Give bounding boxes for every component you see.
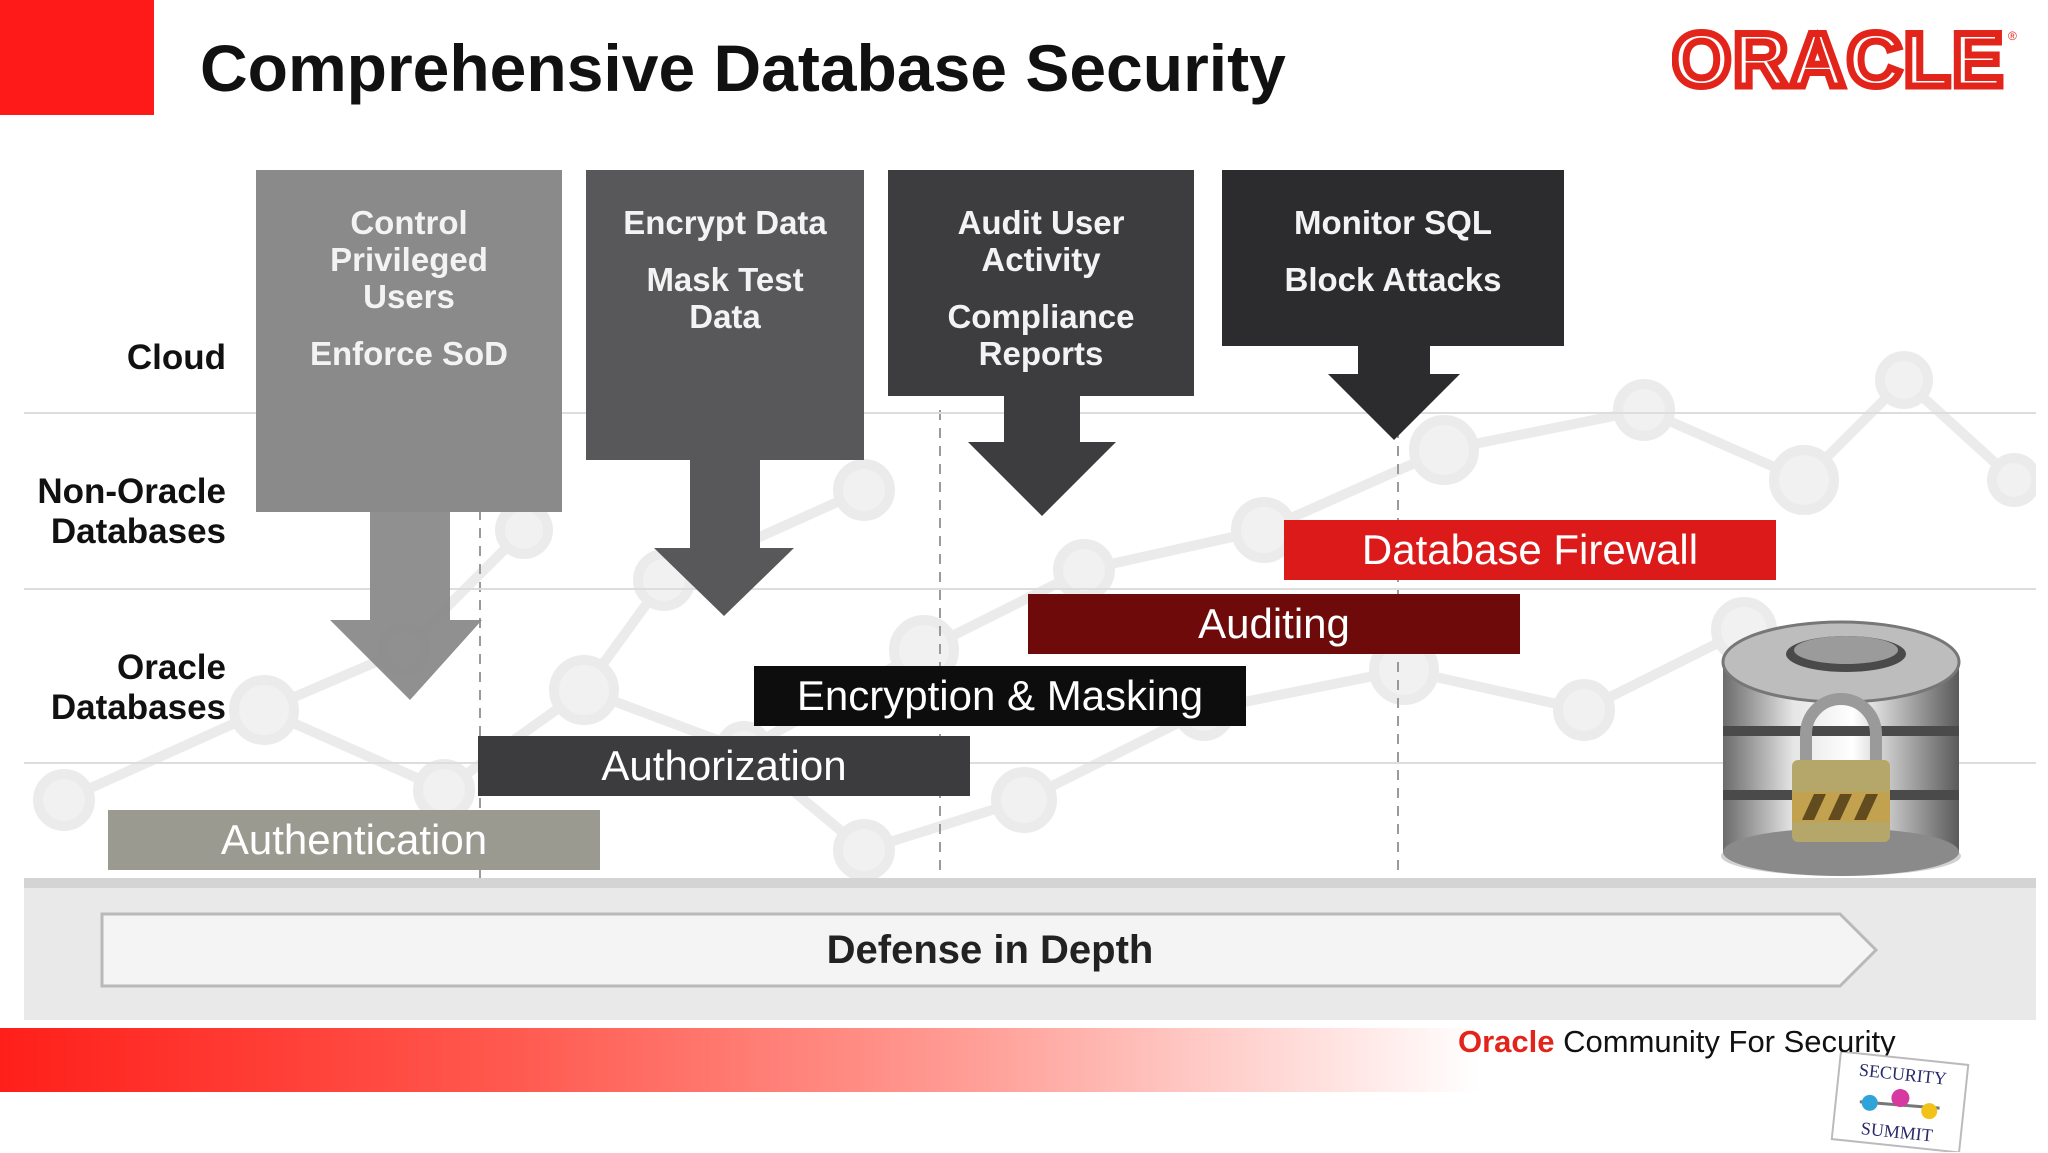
column-monitor-sql: Monitor SQL Block Attacks — [1222, 170, 1564, 346]
row-label-oracle: Oracle Databases — [50, 648, 226, 727]
footer-band — [0, 1028, 1480, 1092]
defense-in-depth-label: Defense in Depth — [826, 927, 1154, 972]
database-lock-icon — [1721, 620, 1961, 876]
layer-encryption-masking: Encryption & Masking — [754, 666, 1246, 726]
layer-database-firewall: Database Firewall — [1284, 520, 1776, 580]
arrow-down-icon — [1328, 344, 1460, 440]
column-control-privileged-users: Control Privileged Users Enforce SoD — [256, 170, 562, 512]
layer-auditing: Auditing — [1028, 594, 1520, 654]
security-summit-badge: SECURITY SUMMIT — [1830, 1052, 1970, 1152]
arrow-down-icon — [330, 510, 482, 700]
page-title: Comprehensive Database Security — [200, 31, 1286, 105]
svg-text:ORACLE: ORACLE — [1672, 18, 2005, 98]
row-label-cloud: Cloud — [126, 338, 226, 377]
row-divider — [24, 762, 2036, 764]
layer-authorization: Authorization — [478, 736, 970, 796]
red-corner-block — [0, 0, 154, 115]
svg-text:®: ® — [2008, 29, 2017, 43]
arrow-down-icon — [968, 394, 1116, 516]
row-label-non-oracle: Non-Oracle Databases — [37, 472, 226, 551]
arrow-down-icon — [654, 458, 794, 616]
column-encrypt-data: Encrypt Data Mask Test Data — [586, 170, 864, 460]
row-divider — [24, 588, 2036, 590]
column-audit-user-activity: Audit User Activity Compliance Reports — [888, 170, 1194, 396]
oracle-logo: ORACLE ® — [1672, 18, 2017, 98]
layer-authentication: Authentication — [108, 810, 600, 870]
defense-in-depth-arrow — [100, 912, 1879, 988]
